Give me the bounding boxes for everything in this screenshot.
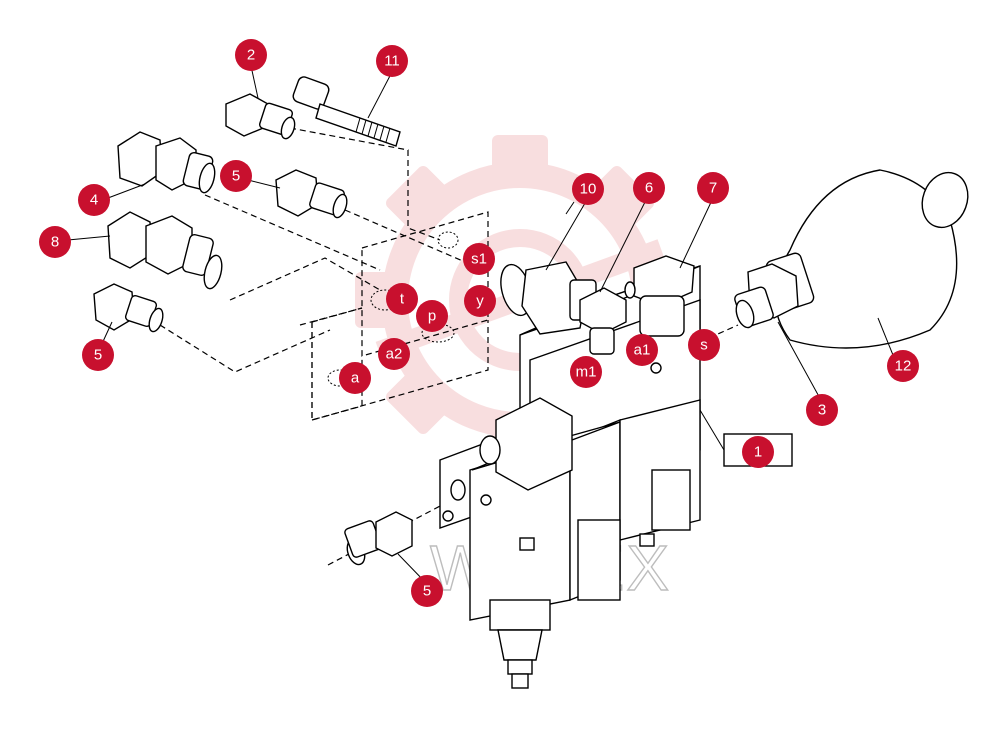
svg-text:5: 5 [94, 347, 102, 364]
callout-4: 4 [78, 184, 110, 216]
port-label-a1: a1 [626, 334, 658, 366]
svg-text:s1: s1 [471, 251, 487, 268]
callout-7: 7 [697, 172, 729, 204]
valve-block-part-1 [439, 265, 701, 689]
callout-11: 11 [376, 45, 408, 77]
callout-2: 2 [235, 39, 267, 71]
leader-lines [67, 65, 896, 585]
callout-6: 6 [633, 172, 665, 204]
callout-5-upper: 5 [220, 160, 252, 192]
callout-5-lower: 5 [411, 575, 443, 607]
port-label-m1: m1 [570, 356, 602, 388]
svg-text:t: t [400, 291, 405, 308]
fitting-part-5-lower [344, 511, 413, 566]
callout-12: 12 [887, 350, 919, 382]
port-label-s: s [688, 329, 720, 361]
svg-text:4: 4 [90, 192, 98, 209]
callout-5-left: 5 [82, 339, 114, 371]
fitting-part-5-left [93, 283, 164, 333]
callout-1: 1 [742, 436, 774, 468]
svg-text:10: 10 [580, 181, 597, 198]
fitting-part-4 [117, 131, 216, 194]
fitting-part-2 [225, 93, 296, 140]
svg-text:3: 3 [818, 402, 826, 419]
bolt-part-11 [292, 76, 401, 147]
port-label-a: a [339, 362, 371, 394]
callout-3: 3 [806, 394, 838, 426]
svg-text:7: 7 [709, 180, 717, 197]
port-label-p: p [416, 300, 448, 332]
svg-text:5: 5 [423, 583, 431, 600]
fitting-part-6 [579, 287, 627, 355]
svg-text:11: 11 [384, 53, 400, 70]
callout-10: 10 [572, 173, 604, 205]
svg-text:6: 6 [645, 180, 653, 197]
fitting-part-5-upper [275, 169, 348, 219]
adapter-part-3 [734, 263, 799, 329]
callout-8: 8 [39, 226, 71, 258]
port-label-y: y [464, 285, 496, 317]
svg-text:p: p [428, 308, 436, 325]
svg-text:m1: m1 [576, 364, 597, 381]
cap-part-7 [624, 255, 695, 337]
svg-text:2: 2 [247, 47, 255, 64]
svg-text:a: a [351, 370, 360, 387]
fitting-part-8 [107, 211, 223, 290]
port-label-t: t [386, 283, 418, 315]
svg-text:12: 12 [895, 358, 912, 375]
svg-text:5: 5 [232, 168, 240, 185]
svg-text:s: s [700, 337, 708, 354]
svg-text:1: 1 [754, 444, 762, 461]
port-label-s1: s1 [463, 243, 495, 275]
svg-text:y: y [476, 293, 484, 310]
svg-text:a1: a1 [634, 342, 651, 359]
svg-text:8: 8 [51, 234, 59, 251]
accumulator-part-12 [765, 169, 969, 349]
svg-text:a2: a2 [386, 346, 403, 363]
port-label-a2: a2 [378, 338, 410, 370]
